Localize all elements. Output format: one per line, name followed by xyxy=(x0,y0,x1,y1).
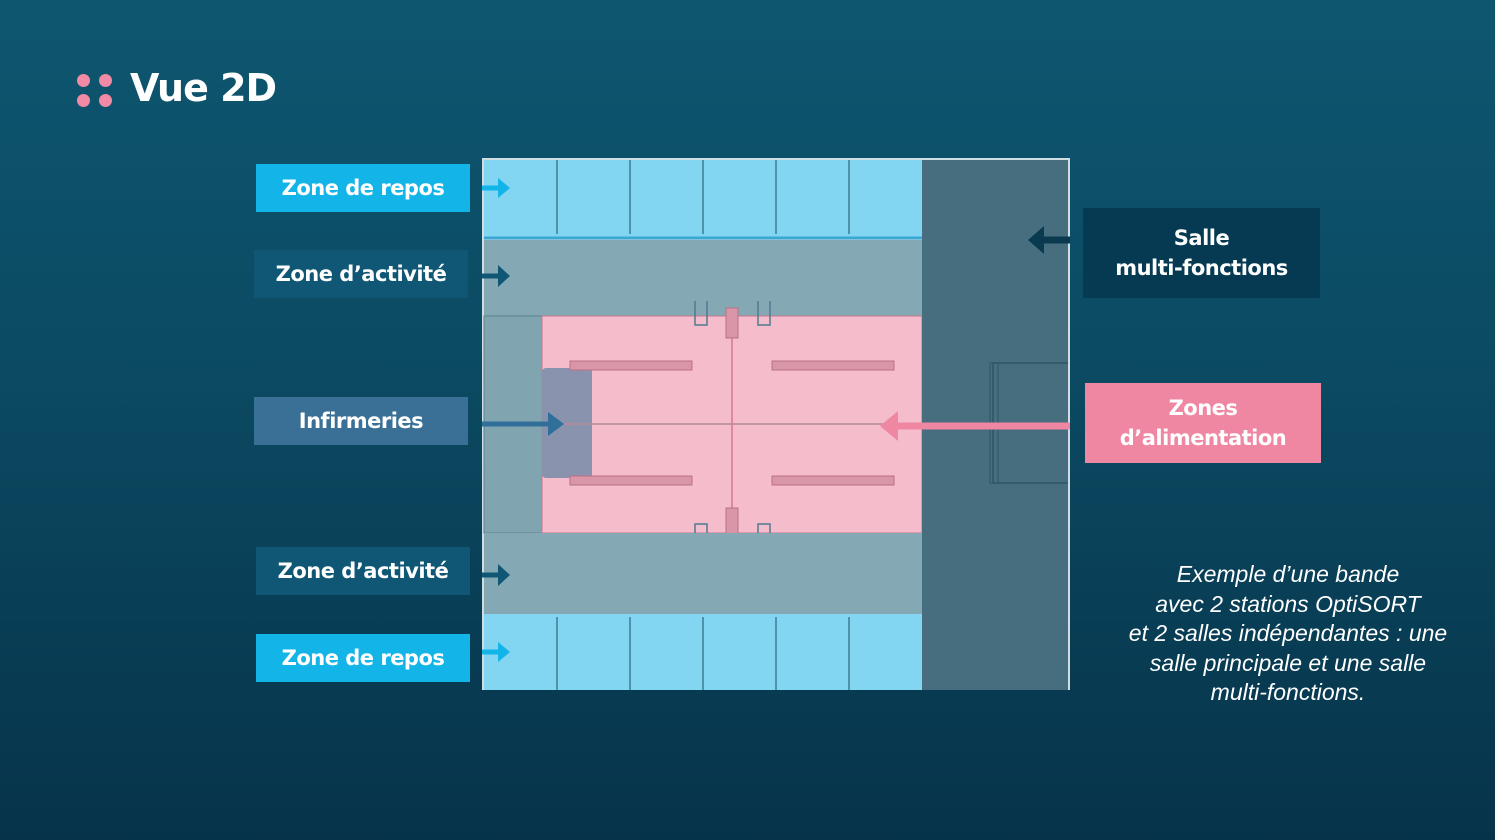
feeders xyxy=(569,307,895,539)
floor-plan xyxy=(482,158,1070,690)
note-line: salle principale et une salle xyxy=(1149,649,1427,676)
label-line: multi-fonctions xyxy=(1115,256,1288,280)
arrow-left-icon xyxy=(1028,226,1044,254)
label-rest-zone-top: Zone de repos xyxy=(256,164,470,212)
label-multi-function-room: Salle multi-fonctions xyxy=(1083,208,1320,298)
label-line: d’alimentation xyxy=(1119,426,1287,450)
note-line: Exemple d’une bande xyxy=(1176,561,1400,587)
arrow-right-icon xyxy=(498,178,510,198)
rest-bottom-dividers xyxy=(556,617,850,690)
four-dots-icon xyxy=(77,74,115,108)
activity-zone-bottom xyxy=(484,533,922,614)
note-line: et 2 salles indépendantes : une xyxy=(1128,620,1448,646)
rest-top-dividers xyxy=(556,160,850,234)
label-rest-zone-bottom: Zone de repos xyxy=(256,634,470,682)
infirmary-zone xyxy=(542,368,592,478)
page-title: Vue 2D xyxy=(130,66,277,110)
label-feeding-zones: Zones d’alimentation xyxy=(1085,383,1321,463)
arrow-right-icon xyxy=(498,642,510,662)
label-infirmary: Infirmeries xyxy=(254,397,468,445)
arrow-right-icon xyxy=(498,265,510,287)
note-line: multi-fonctions. xyxy=(1210,679,1366,705)
label-line: Zones xyxy=(1168,396,1238,420)
note-line: avec 2 stations OptiSORT xyxy=(1155,590,1421,617)
caption-note: Exemple d’une bande avec 2 stations Opti… xyxy=(1100,560,1476,708)
label-activity-zone-bottom: Zone d’activité xyxy=(256,547,470,595)
arrow-left-icon xyxy=(880,411,898,441)
arrow-right-icon xyxy=(548,412,564,436)
label-line: Salle xyxy=(1173,226,1230,250)
arrow-right-icon xyxy=(498,564,510,586)
activity-zone-top xyxy=(484,240,922,316)
label-activity-zone-top: Zone d’activité xyxy=(254,250,468,298)
